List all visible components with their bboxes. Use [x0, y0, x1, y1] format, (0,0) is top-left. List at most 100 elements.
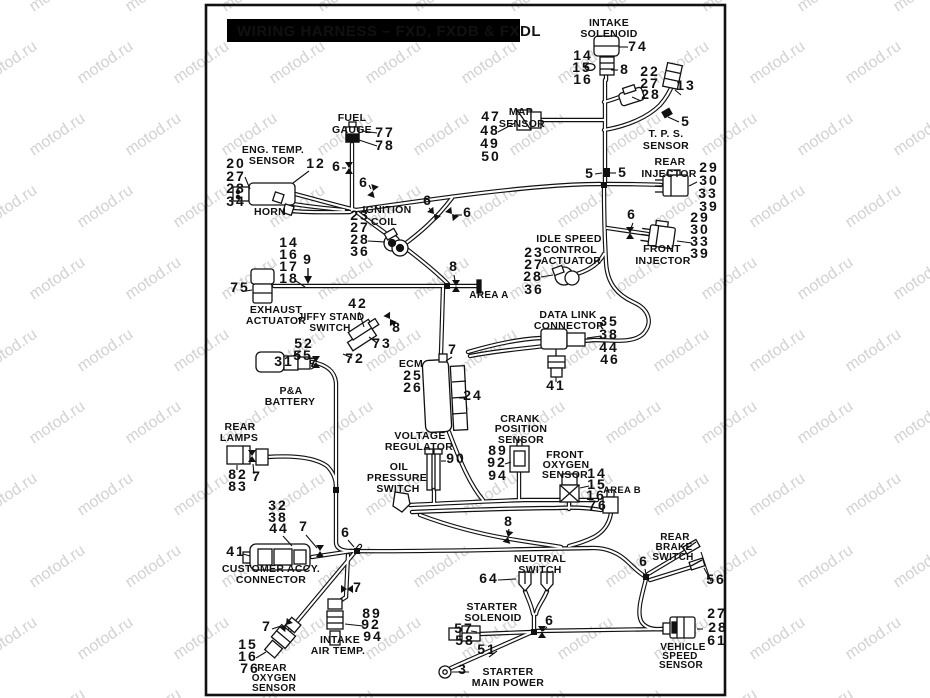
- page-title: WIRING HARNESS – FXD, FXDB & FXDL: [237, 23, 541, 40]
- jiffy-stand-label: SWITCH: [309, 323, 350, 334]
- customer-accy-label: CUSTOMER ACCY.: [222, 563, 320, 575]
- data-link-glyph: [540, 328, 586, 378]
- idle-speed-label: IDLE SPEED: [536, 233, 602, 245]
- tps-sensor-label: SENSOR: [643, 140, 689, 152]
- callout-57: 57: [454, 620, 474, 636]
- callout-27: 27: [350, 219, 370, 235]
- area-a-label: AREA A: [469, 290, 508, 301]
- callout-44: 44: [599, 339, 619, 355]
- callout-16: 16: [279, 246, 299, 262]
- area-a-endcap: [476, 279, 482, 294]
- oil-pressure-glyph: [392, 491, 411, 513]
- tps-clip-glyph: [661, 107, 673, 119]
- callout-14: 14: [279, 234, 299, 250]
- voltage-regulator-label: REGULATOR: [385, 441, 453, 453]
- callout-30: 30: [699, 172, 719, 188]
- callout-51: 51: [477, 641, 497, 657]
- exhaust-actuator-label: EXHAUST: [250, 304, 303, 316]
- ecm-glyph: [421, 353, 469, 433]
- callout-5: 5: [585, 165, 595, 181]
- callout-73: 73: [372, 335, 392, 351]
- callout-6: 6: [359, 174, 369, 190]
- exhaust-actuator-label: ACTUATOR: [246, 315, 306, 327]
- pa-battery-label: P&A: [279, 385, 302, 397]
- crank-position-label: POSITION: [495, 423, 548, 435]
- callout-16: 16: [238, 648, 258, 664]
- callout-14: 14: [573, 47, 593, 63]
- callout-16: 16: [586, 487, 606, 503]
- callout-94: 94: [363, 628, 383, 644]
- map-sensor-glyph: [516, 109, 542, 131]
- callout-52: 52: [294, 335, 314, 351]
- callout-56: 56: [706, 571, 726, 587]
- starter-solenoid-glyph: [448, 625, 481, 642]
- map-sensor-label: MAP: [509, 106, 533, 118]
- intake-air-temp-label: AIR TEMP.: [311, 645, 365, 657]
- callout-39: 39: [690, 245, 710, 261]
- callout-64: 64: [479, 570, 499, 586]
- starter-ring-glyph: [438, 665, 452, 679]
- callout-33: 33: [698, 185, 718, 201]
- callout-31: 31: [274, 353, 294, 369]
- leader-lines: [236, 46, 712, 673]
- neutral-switch-glyph: [518, 571, 554, 592]
- callout-74: 74: [628, 38, 648, 54]
- callout-82: 82: [228, 466, 248, 482]
- data-link-label: DATA LINK: [539, 309, 596, 321]
- callout-42: 42: [348, 295, 368, 311]
- front-oxygen-glyph: [559, 473, 580, 503]
- starter-main-power-label: STARTER: [483, 666, 534, 678]
- callout-48: 48: [480, 122, 500, 138]
- callout-39: 39: [699, 198, 719, 214]
- exhaust-actuator-glyph: [250, 268, 275, 304]
- callout-49: 49: [480, 135, 500, 151]
- callout-15: 15: [587, 476, 607, 492]
- fuel-gauge-glyph: [345, 121, 360, 143]
- front-oxygen-label: SENSOR: [542, 469, 588, 481]
- customer-accy-glyph: [242, 543, 311, 571]
- callout-17: 17: [279, 258, 299, 274]
- callout-22: 22: [640, 63, 660, 79]
- callout-20: 20: [226, 155, 246, 171]
- callout-72: 72: [345, 350, 365, 366]
- callout-28: 28: [708, 619, 728, 635]
- crank-position-label: SENSOR: [498, 434, 544, 446]
- vehicle-speed-label: SPEED: [662, 651, 697, 662]
- eng-temp-sensor-label: SENSOR: [249, 155, 295, 167]
- horn-glyph: [271, 191, 295, 217]
- vehicle-speed-label: VEHICLE: [660, 642, 705, 653]
- tps-sensor-label: T. P. S.: [649, 128, 684, 140]
- callout-8: 8: [620, 61, 630, 77]
- callout-36: 36: [524, 281, 544, 297]
- callout-83: 83: [228, 478, 248, 494]
- jiffy-stand-label: JIFFY STAND: [298, 312, 365, 323]
- starter-solenoid-label: SOLENOID: [464, 612, 521, 624]
- voltage-regulator-glyph: [424, 448, 443, 491]
- callout-7: 7: [448, 341, 458, 357]
- starter-solenoid-label: STARTER: [467, 601, 518, 613]
- callout-18: 18: [279, 270, 299, 286]
- callout-5: 5: [681, 113, 691, 129]
- callout-61: 61: [707, 632, 727, 648]
- callout-77: 77: [375, 124, 395, 140]
- callout-7: 7: [353, 579, 363, 595]
- horn-label: HORN: [254, 206, 286, 218]
- diagram-frame: [204, 3, 727, 697]
- callout-58: 58: [455, 632, 475, 648]
- neutral-switch-label: SWITCH: [518, 564, 561, 576]
- pa-battery-glyph: [255, 351, 311, 373]
- callout-14: 14: [587, 465, 607, 481]
- callout-8: 8: [392, 319, 402, 335]
- callout-6: 6: [463, 204, 473, 220]
- idle-speed-label: ACTUATOR: [541, 255, 601, 267]
- callout-30: 30: [690, 221, 710, 237]
- callout-6: 6: [545, 612, 555, 628]
- tps-connector-glyph: [661, 61, 684, 90]
- callout-38: 38: [268, 509, 288, 525]
- callout-28: 28: [350, 231, 370, 247]
- callout-13: 13: [676, 77, 696, 93]
- callout-6: 6: [341, 524, 351, 540]
- idle-actuator-glyph: [551, 264, 580, 286]
- callout-92: 92: [487, 454, 507, 470]
